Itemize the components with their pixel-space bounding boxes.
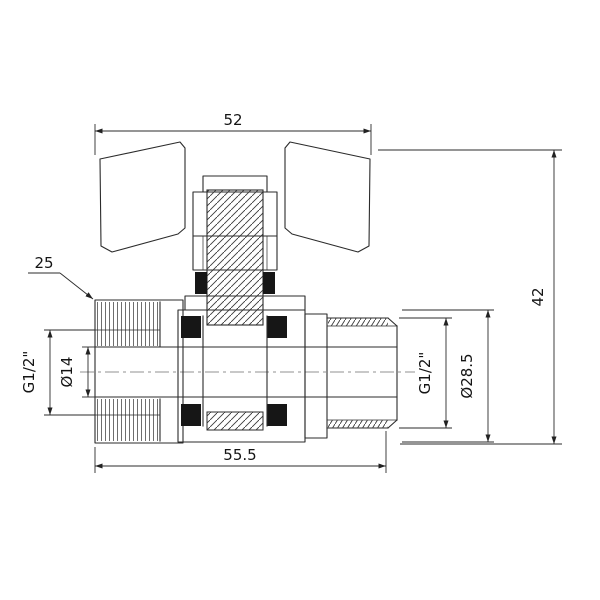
dim-left-thread: G1/2" [20,329,95,416]
callout-25: 25 [28,254,94,300]
dim-label-height: 42 [529,287,547,306]
bore-lines [94,346,398,398]
dim-height: 42 [378,149,562,445]
stem-packing-seals [195,272,275,294]
dim-label-right-thread: G1/2" [416,352,434,395]
dim-label-outer-diameter: Ø28.5 [458,353,476,398]
left-female-port [94,299,184,444]
dim-bottom-length: 55.5 [94,431,387,473]
valve-stem [206,189,264,326]
dim-label-bottom-length: 55.5 [223,446,256,464]
dim-label-left-bore: Ø14 [58,357,76,388]
dim-top-width: 52 [94,111,372,155]
gland-nut [192,235,278,271]
dim-outer-diameter: Ø28.5 [402,309,494,443]
ball-and-seats [181,315,287,431]
dim-label-top-width: 52 [223,111,242,129]
dim-label-left-thread: G1/2" [20,351,38,394]
dim-left-bore: Ø14 [58,346,95,398]
dim-right-thread: G1/2" [399,317,452,429]
right-male-thread [304,313,398,439]
callout-label-25: 25 [34,254,53,272]
